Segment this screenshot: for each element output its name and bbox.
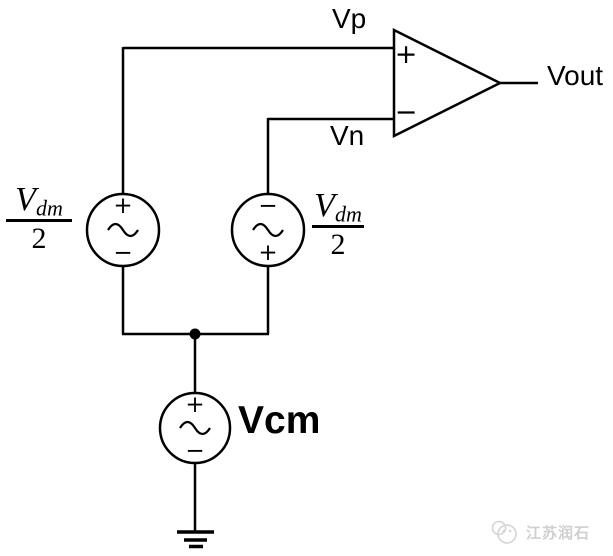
opamp-symbol: + − (392, 27, 503, 139)
vout-label: Vout (547, 60, 604, 91)
vdm-numerator: Vdm (314, 187, 362, 227)
source-right-bottom-mark: + (258, 240, 277, 266)
source-left-top-mark: + (113, 193, 132, 219)
junction-dot (189, 328, 201, 340)
vdm-denominator: 2 (330, 228, 346, 262)
source-vcm-top-mark: + (185, 392, 204, 418)
vn-label: Vn (330, 120, 365, 151)
ac-source-vdm-left-icon: + − (85, 192, 161, 268)
fraction-bar (312, 225, 364, 229)
fraction-bar (6, 219, 72, 223)
watermark: 江苏润石 (489, 519, 590, 546)
vp-label: Vp (332, 3, 367, 34)
wires (121, 46, 538, 532)
vdm-numerator: Vdm (15, 181, 63, 221)
vdm-left-label: Vdm 2 (6, 181, 72, 256)
ground-icon (177, 530, 214, 549)
watermark-text: 江苏润石 (526, 525, 591, 542)
sine-wave-icon (179, 420, 211, 436)
vcm-label: Vcm (238, 399, 321, 442)
opamp-triangle (392, 27, 503, 139)
source-vcm-bottom-mark: − (185, 438, 204, 464)
watermark-logo-icon (491, 520, 517, 544)
source-right-top-mark: − (258, 193, 277, 219)
vdm-denominator: 2 (31, 222, 47, 256)
ac-source-vdm-right-icon: − + (230, 192, 306, 268)
vdm-right-label: Vdm 2 (312, 187, 364, 262)
sine-wave-icon (252, 222, 284, 238)
ac-source-vcm-icon: + − (158, 391, 232, 465)
source-left-bottom-mark: − (113, 240, 132, 266)
sine-wave-icon (107, 222, 139, 238)
opamp-plus-mark: + (395, 39, 418, 70)
opamp-minus-mark: − (395, 97, 418, 128)
